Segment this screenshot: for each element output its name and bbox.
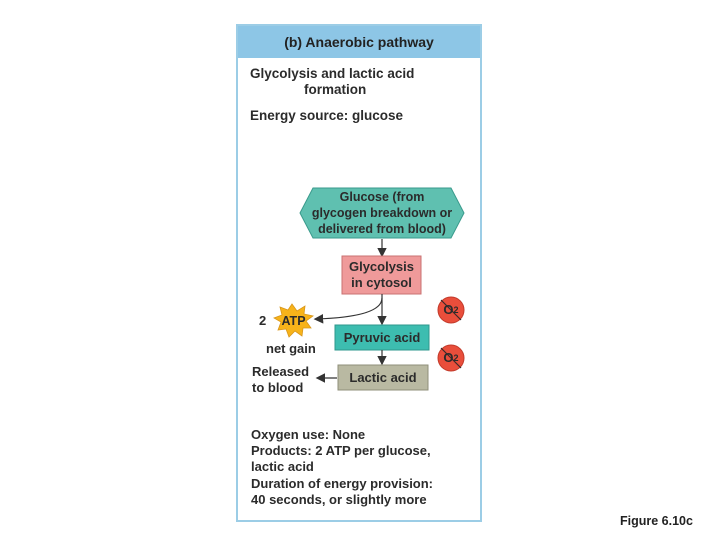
atp-count: 2 [259,313,267,328]
o2-symbol: O [443,302,454,317]
glycolysis-label-line1: Glycolysis [348,259,415,274]
atp-label: ATP [281,314,306,328]
released-line2: to blood [252,380,304,395]
no-oxygen-icon [437,344,465,372]
o2-subscript: 2 [453,353,459,363]
glycolysis-label-line2: in cytosol [351,275,412,290]
duration-line2: 40 seconds, or slightly more [251,492,427,507]
pathway-title: Glycolysis and lactic acid formation [250,66,414,98]
atp-net-gain: net gain [266,341,316,356]
oxygen-use: Oxygen use: None [251,427,366,442]
glucose-label-line2: glycogen breakdown or [311,206,453,220]
o2-subscript: 2 [453,305,459,315]
glucose-label-line3: delivered from blood) [318,222,446,236]
atp-starburst [273,303,314,338]
duration-line1: Duration of energy provision: [251,476,434,491]
glycolysis-label: Glycolysis in cytosol [342,256,421,294]
o2-symbol: O [443,350,454,365]
figure-caption: Figure 6.10c [620,514,693,528]
glucose-label: Glucose (from glycogen breakdown or deli… [300,188,464,238]
energy-source: Energy source: glucose [250,108,404,123]
lactic-acid-box [337,364,429,391]
no-oxygen-icon [437,296,465,324]
pathway-title-line2: formation [304,82,367,97]
pyruvic-acid-label: Pyruvic acid [343,329,421,345]
arrow-to-atp [313,297,383,324]
products-line2: lactic acid [251,459,314,474]
lactic-acid-label: Lactic acid [349,369,417,385]
pyruvic-acid-box [334,324,430,351]
glucose-hexagon [299,187,465,239]
released-line1: Released [252,364,310,379]
released-to-blood: Released to blood [252,364,309,396]
panel-header-text: (b) Anaerobic pathway [284,34,434,50]
pathway-title-line1: Glycolysis and lactic acid [250,66,415,81]
panel-header: (b) Anaerobic pathway [238,26,480,58]
glucose-label-line1: Glucose (from [339,190,425,204]
anaerobic-pathway-panel: (b) Anaerobic pathway [236,24,482,522]
products-line1: Products: 2 ATP per glucose, [251,443,431,458]
